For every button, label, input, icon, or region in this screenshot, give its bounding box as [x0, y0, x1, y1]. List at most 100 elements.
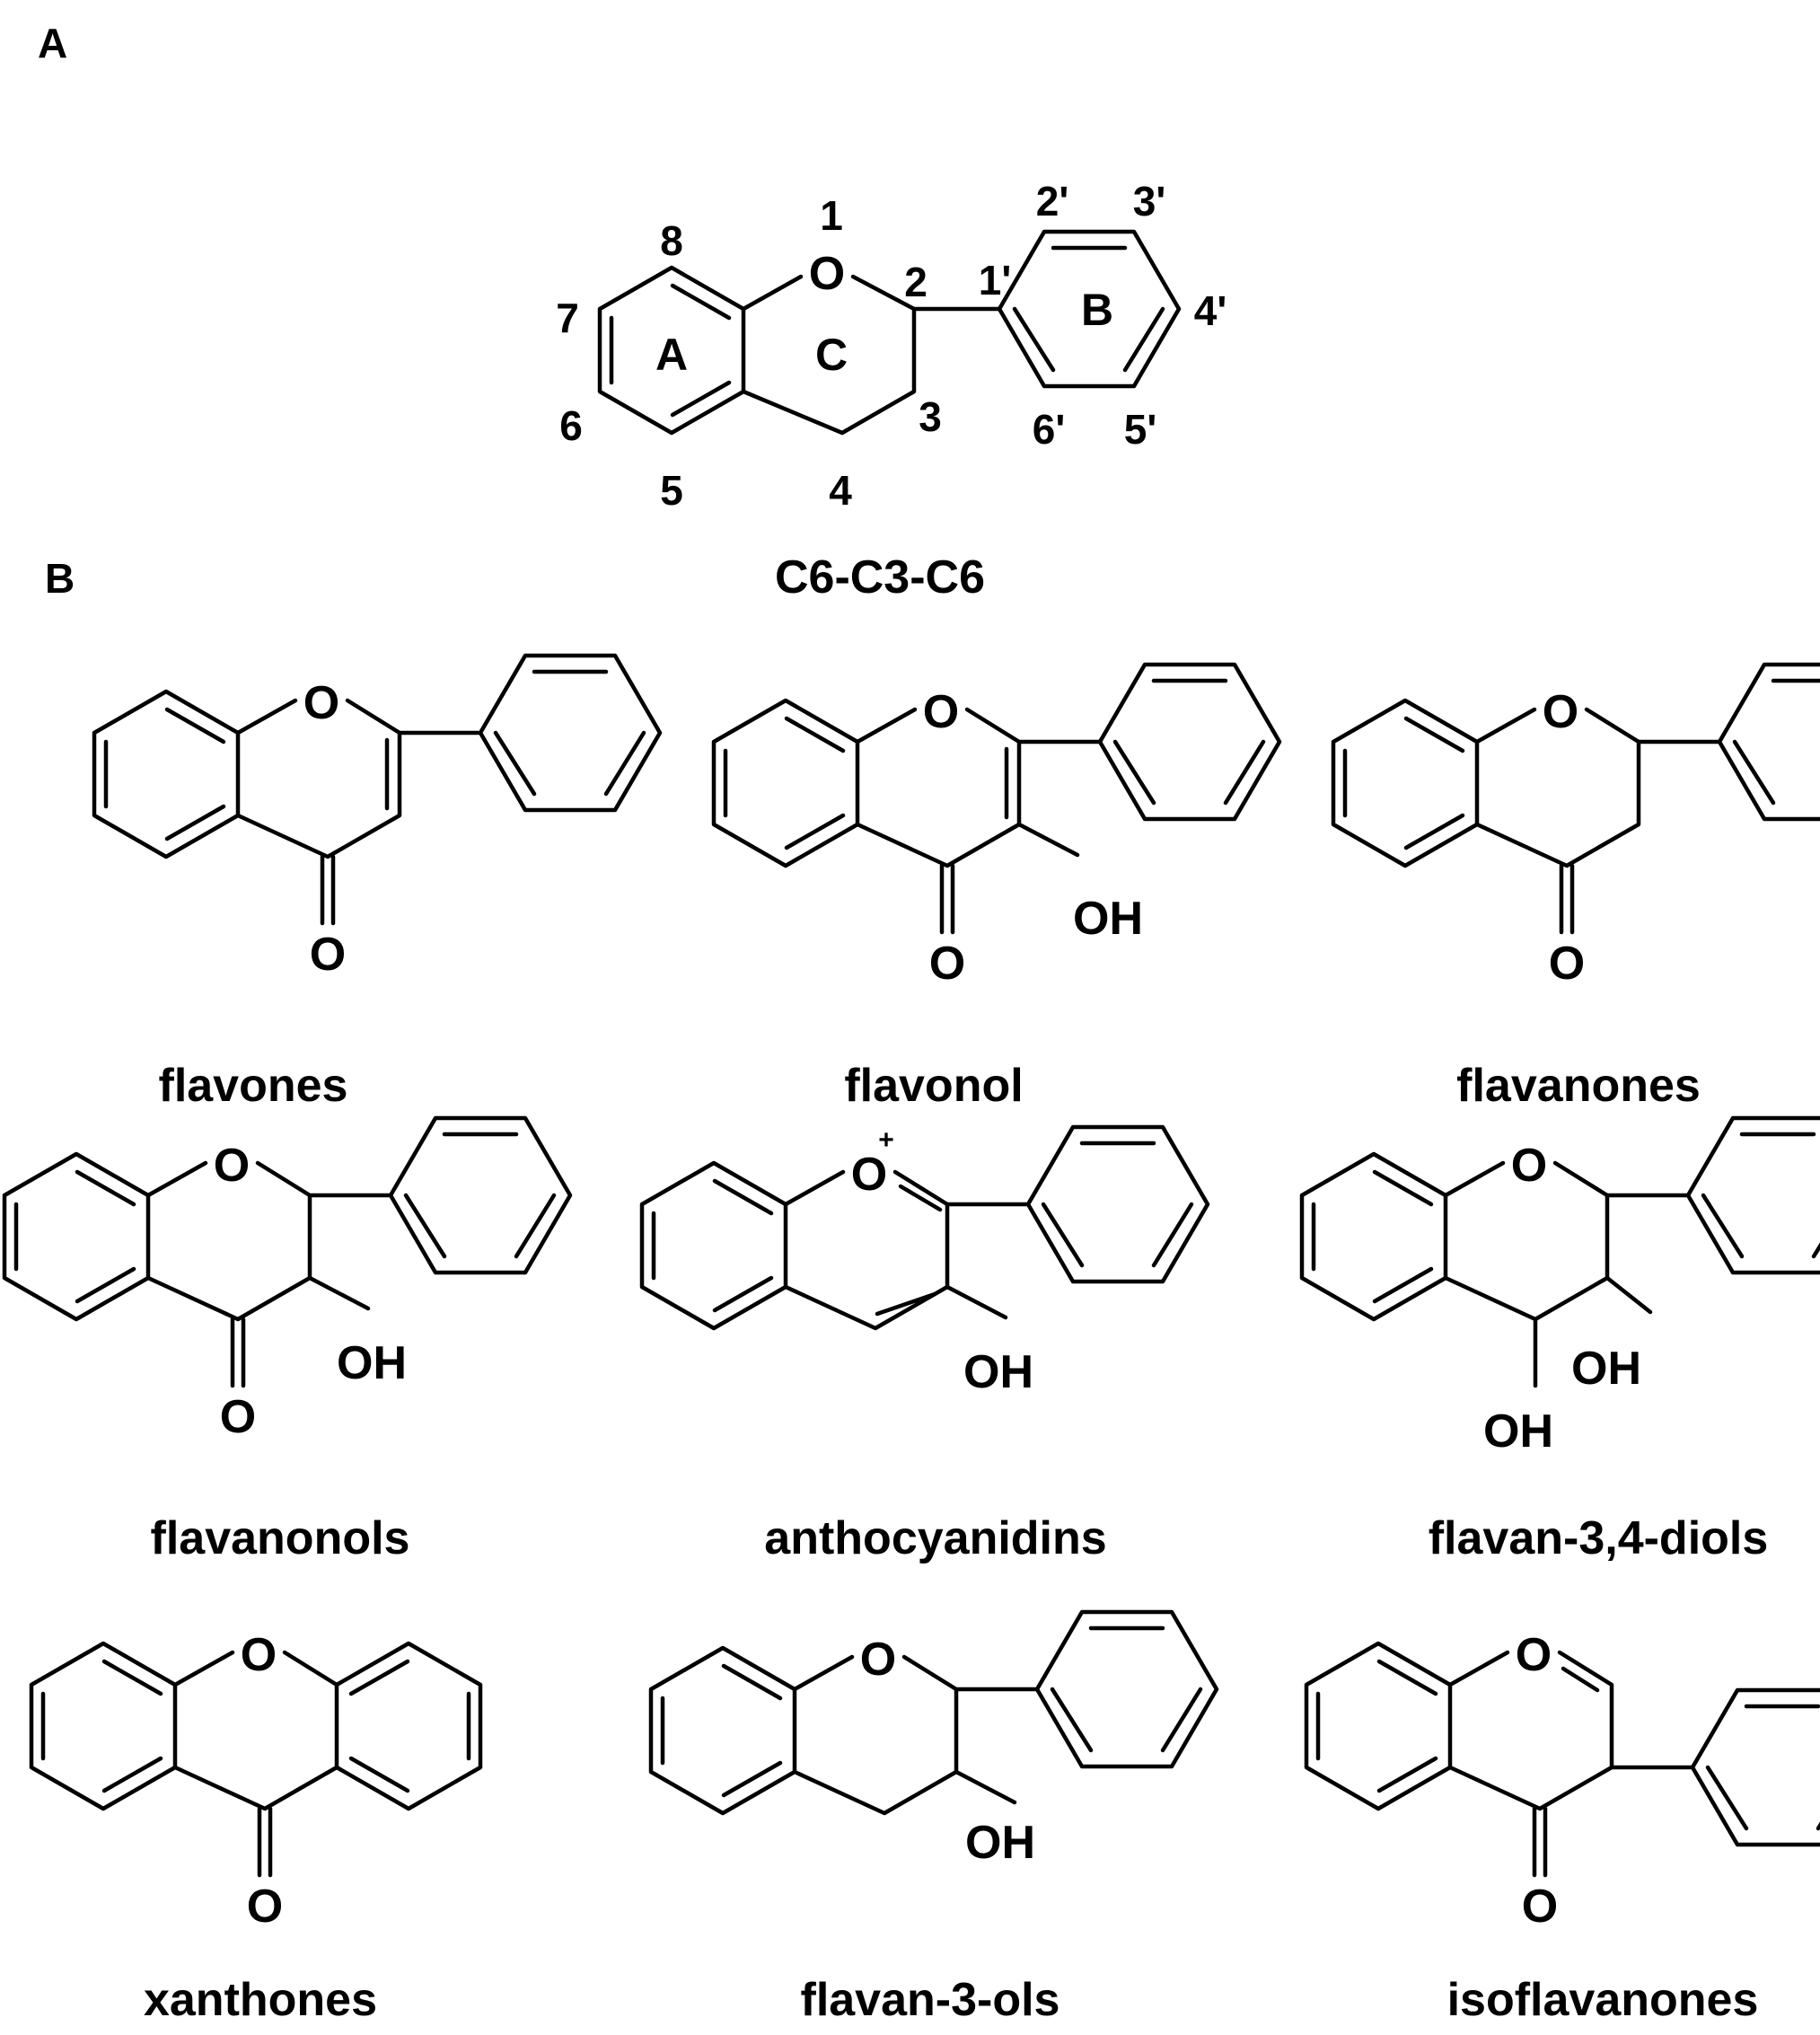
position-7: 7 — [556, 295, 579, 341]
oxygen-atom-label: O — [851, 1149, 887, 1201]
bond-path — [609, 283, 732, 418]
bond-path — [1311, 1169, 1434, 1304]
hydroxyl-label: OH — [1571, 1343, 1641, 1395]
hydroxyl-label: OH — [963, 1346, 1033, 1398]
bond-path — [1690, 1687, 1820, 1847]
bond-path — [939, 863, 955, 935]
panel-a-label: A — [38, 20, 67, 66]
bond-path — [1034, 1609, 1219, 1769]
oxygen-atom-label: O — [1511, 1140, 1547, 1192]
oxygen-atom-label: O — [923, 686, 959, 738]
oxygen-atom-label: O — [214, 1140, 250, 1192]
compound-label-isoflavanones: isoflavanones — [1447, 1974, 1759, 2026]
bond-path — [403, 1132, 557, 1259]
compound-label-anthocyanidins: anthocyanidins — [764, 1512, 1106, 1564]
position-5: 5 — [660, 467, 683, 514]
hydroxyl-label: OH — [965, 1817, 1035, 1869]
bond-path — [1701, 1132, 1820, 1259]
bond-path — [1717, 662, 1820, 822]
bond-path — [875, 1291, 937, 1317]
position-4: 4 — [829, 467, 852, 514]
bond-path — [2, 1151, 151, 1322]
bond-path — [307, 1275, 371, 1311]
hydroxyl-label: OH — [1483, 1405, 1553, 1458]
bond-path — [954, 1769, 1017, 1805]
bond-path — [230, 1317, 246, 1388]
oxygen-atom-label: O — [247, 1881, 283, 1933]
hydroxyl-label: OH — [337, 1337, 407, 1389]
position-2prime: 2' — [1036, 178, 1069, 225]
bond-path — [235, 698, 402, 859]
bond-path — [257, 1806, 273, 1878]
xanthones-structure: O O — [29, 1629, 483, 1933]
atom-o1: O — [809, 248, 845, 300]
anthocyanidins-structure: O + OH — [639, 1124, 1210, 1398]
flavan-skeleton-structure: O 1 2 3 4 5 6 7 8 1' 2' 3' 4' 5' 6' A C … — [556, 178, 1227, 514]
oxygen-atom-label: O — [303, 677, 339, 729]
ring-label-c: C — [815, 330, 848, 380]
bond-path — [1705, 1704, 1820, 1831]
bond-path — [1299, 1151, 1448, 1322]
bond-path — [945, 1284, 1008, 1320]
bond-path — [648, 1645, 797, 1816]
compound-label-flavones: flavones — [159, 1060, 348, 1112]
bond-path — [334, 1641, 483, 1811]
flavanonols-structure: O O OH — [2, 1115, 573, 1443]
bond-path — [1561, 1666, 1600, 1693]
bond-path — [1112, 678, 1266, 806]
flavanones-structure: O O — [1331, 662, 1820, 990]
bond-path — [388, 1115, 573, 1275]
bond-path — [1097, 662, 1282, 822]
ring-b — [997, 229, 1182, 389]
compound-label-flavanonols: flavanonols — [151, 1512, 410, 1564]
bond-path — [997, 229, 1182, 389]
flavan-3-4-diols-structure: O OH OH — [1299, 1115, 1820, 1458]
compound-label-flavonol: flavonol — [844, 1060, 1023, 1112]
bond-path — [1041, 1141, 1194, 1268]
bond-path — [1025, 1124, 1210, 1284]
bond-path — [478, 653, 663, 813]
bond-path — [320, 854, 336, 926]
bond-path — [898, 1184, 943, 1212]
bond-path — [1532, 1806, 1548, 1878]
bond-path — [660, 1663, 783, 1798]
bond-path — [29, 1641, 178, 1811]
panel-b-label: B — [45, 555, 75, 602]
bond-path — [348, 1659, 471, 1793]
bond-path — [1304, 1641, 1453, 1811]
bond-path — [1732, 678, 1820, 806]
oxygen-atom-label: O — [310, 929, 346, 981]
bond-path — [1016, 822, 1080, 858]
ring-c-bonds — [741, 274, 917, 436]
bond-path — [1315, 1659, 1438, 1793]
isoflavanones-structure: O O — [1304, 1629, 1820, 1933]
ring-label-a: A — [655, 330, 688, 380]
position-4prime: 4' — [1194, 287, 1227, 334]
bond-path — [1012, 245, 1165, 373]
position-5prime: 5' — [1124, 406, 1157, 453]
compound-label-flavan-3-4-diols: flavan-3,4-diols — [1429, 1512, 1769, 1564]
bond-path — [1331, 698, 1480, 868]
oxygen-atom-label: O — [1543, 686, 1578, 738]
position-6: 6 — [559, 402, 583, 449]
bond-path — [1605, 1275, 1653, 1315]
oxygen-atom-label: O — [220, 1391, 256, 1443]
oxygen-atom-label: O — [1549, 938, 1585, 990]
flavan-3-ols-structure: O OH — [648, 1609, 1219, 1869]
bond-path — [723, 716, 846, 850]
oxygen-atom-label: O — [860, 1634, 896, 1686]
bond-path — [103, 707, 226, 841]
ring-label-b: B — [1081, 285, 1113, 335]
hydroxyl-label: OH — [1073, 893, 1143, 945]
bond-path — [1050, 1625, 1203, 1753]
bond-path — [1474, 707, 1641, 868]
position-1: 1 — [820, 192, 843, 239]
compound-label-flavanones: flavanones — [1456, 1060, 1701, 1112]
bond-path — [711, 698, 860, 868]
bond-path — [639, 1160, 788, 1331]
position-8: 8 — [660, 217, 683, 264]
oxygen-atom-label: O — [929, 938, 965, 990]
position-3: 3 — [919, 393, 942, 440]
charge-label: + — [878, 1125, 894, 1155]
compound-label-xanthones: xanthones — [144, 1974, 377, 2026]
